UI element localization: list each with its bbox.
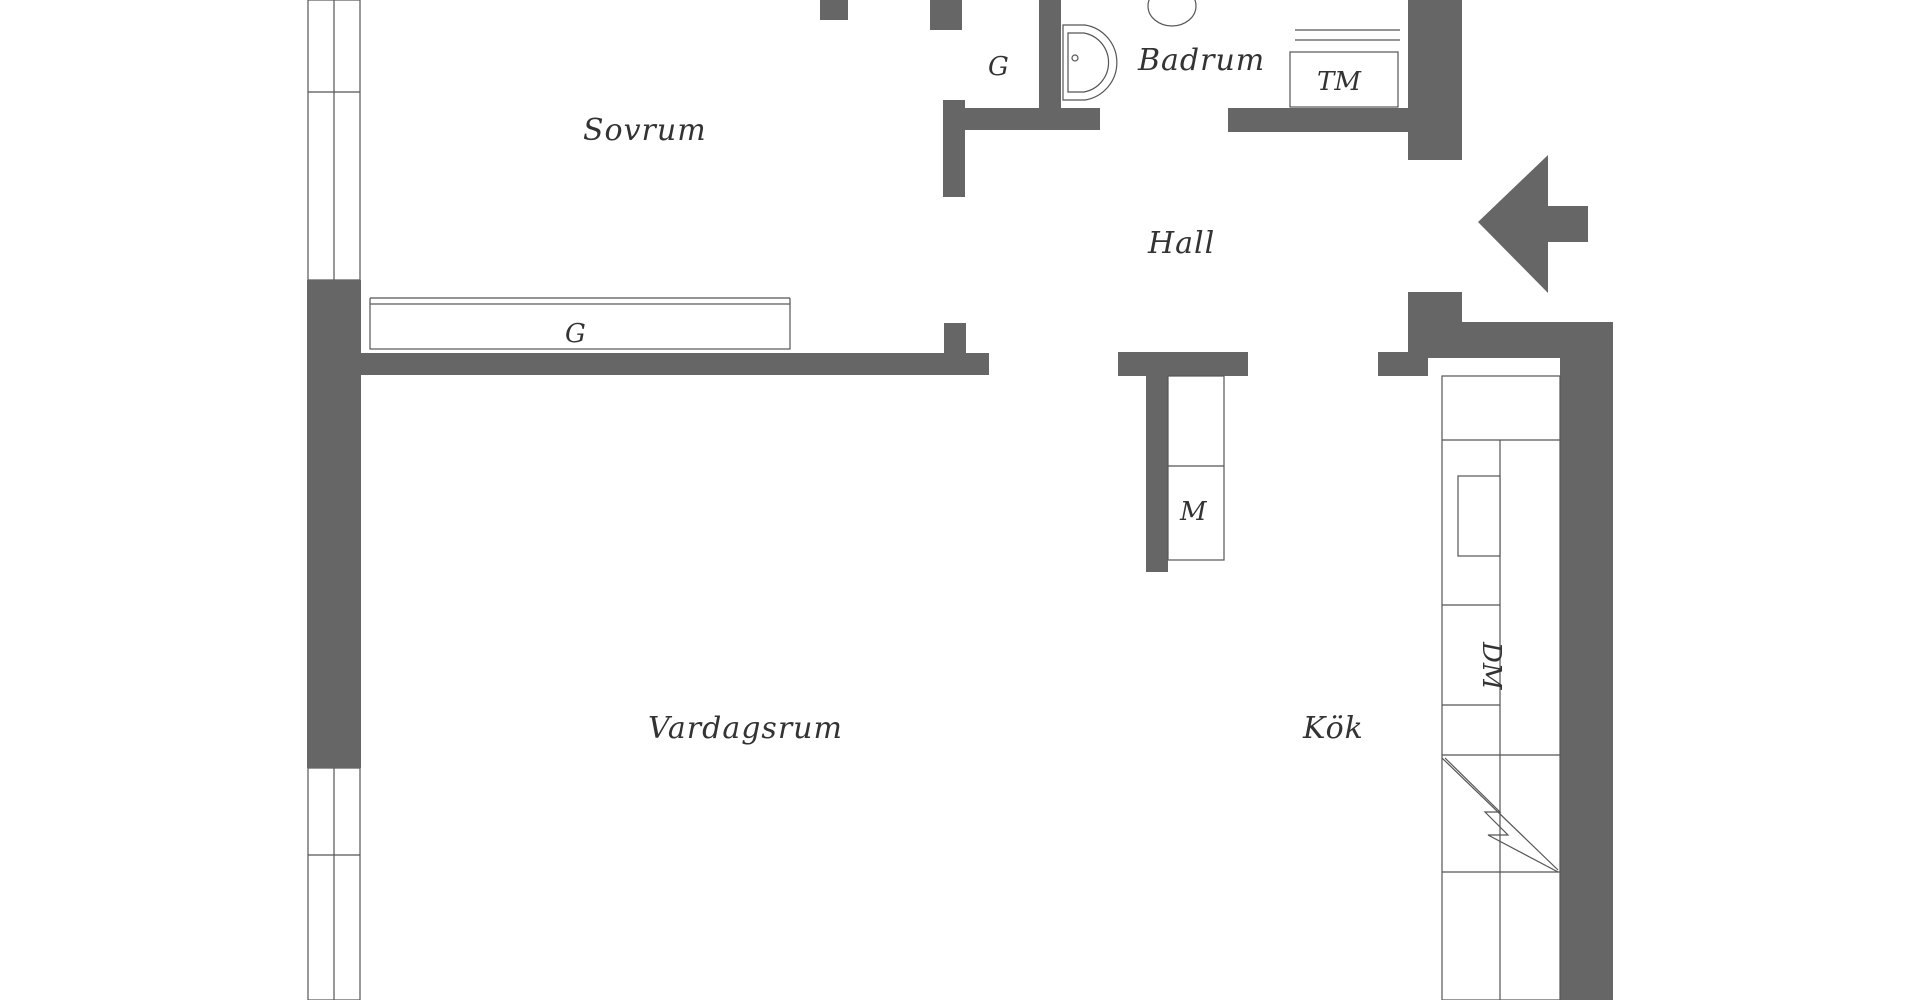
- wall-east-kitchen: [1560, 322, 1613, 1000]
- window-livingroom: [307, 767, 361, 1000]
- window-bedroom: [307, 0, 361, 281]
- wall-hall-mid: [1118, 352, 1248, 376]
- wall-bedroom-stub: [944, 323, 966, 353]
- label-washing-machine: TM: [1317, 67, 1362, 97]
- label-microwave: M: [1179, 497, 1208, 527]
- sink-icon: [1062, 24, 1118, 101]
- wall-east-upper: [1408, 0, 1462, 160]
- wall-bath-left: [1039, 0, 1061, 108]
- wall-bedroom-hall: [361, 353, 989, 375]
- wall-top-stub-2: [930, 0, 962, 30]
- label-dishwasher: DM: [1476, 641, 1506, 691]
- wall-west: [307, 280, 361, 768]
- kitchen-counter: [1441, 375, 1561, 1000]
- microwave-cabinet: [1167, 375, 1225, 561]
- toilet-icon: [1147, 0, 1197, 27]
- stove-icon: [1441, 757, 1559, 873]
- washing-machine: [1289, 29, 1400, 108]
- label-hall: Hall: [1147, 226, 1215, 261]
- label-sovrum: Sovrum: [583, 113, 707, 148]
- wall-bath-bottom: [1228, 108, 1408, 132]
- entrance-arrow-icon: [1478, 155, 1588, 293]
- label-badrum: Badrum: [1137, 43, 1265, 78]
- wall-hall-kitchen: [1378, 352, 1428, 376]
- wall-top-stub-1: [820, 0, 848, 20]
- label-kok: Kök: [1302, 711, 1364, 746]
- wall-microwave: [1146, 376, 1168, 572]
- label-vardagsrum: Vardagsrum: [648, 711, 843, 746]
- wall-closet-horizontal: [943, 108, 1100, 130]
- wardrobe-bedroom: [369, 297, 791, 350]
- label-wardrobe-bath: G: [988, 52, 1009, 82]
- label-wardrobe-bedroom: G: [565, 319, 586, 349]
